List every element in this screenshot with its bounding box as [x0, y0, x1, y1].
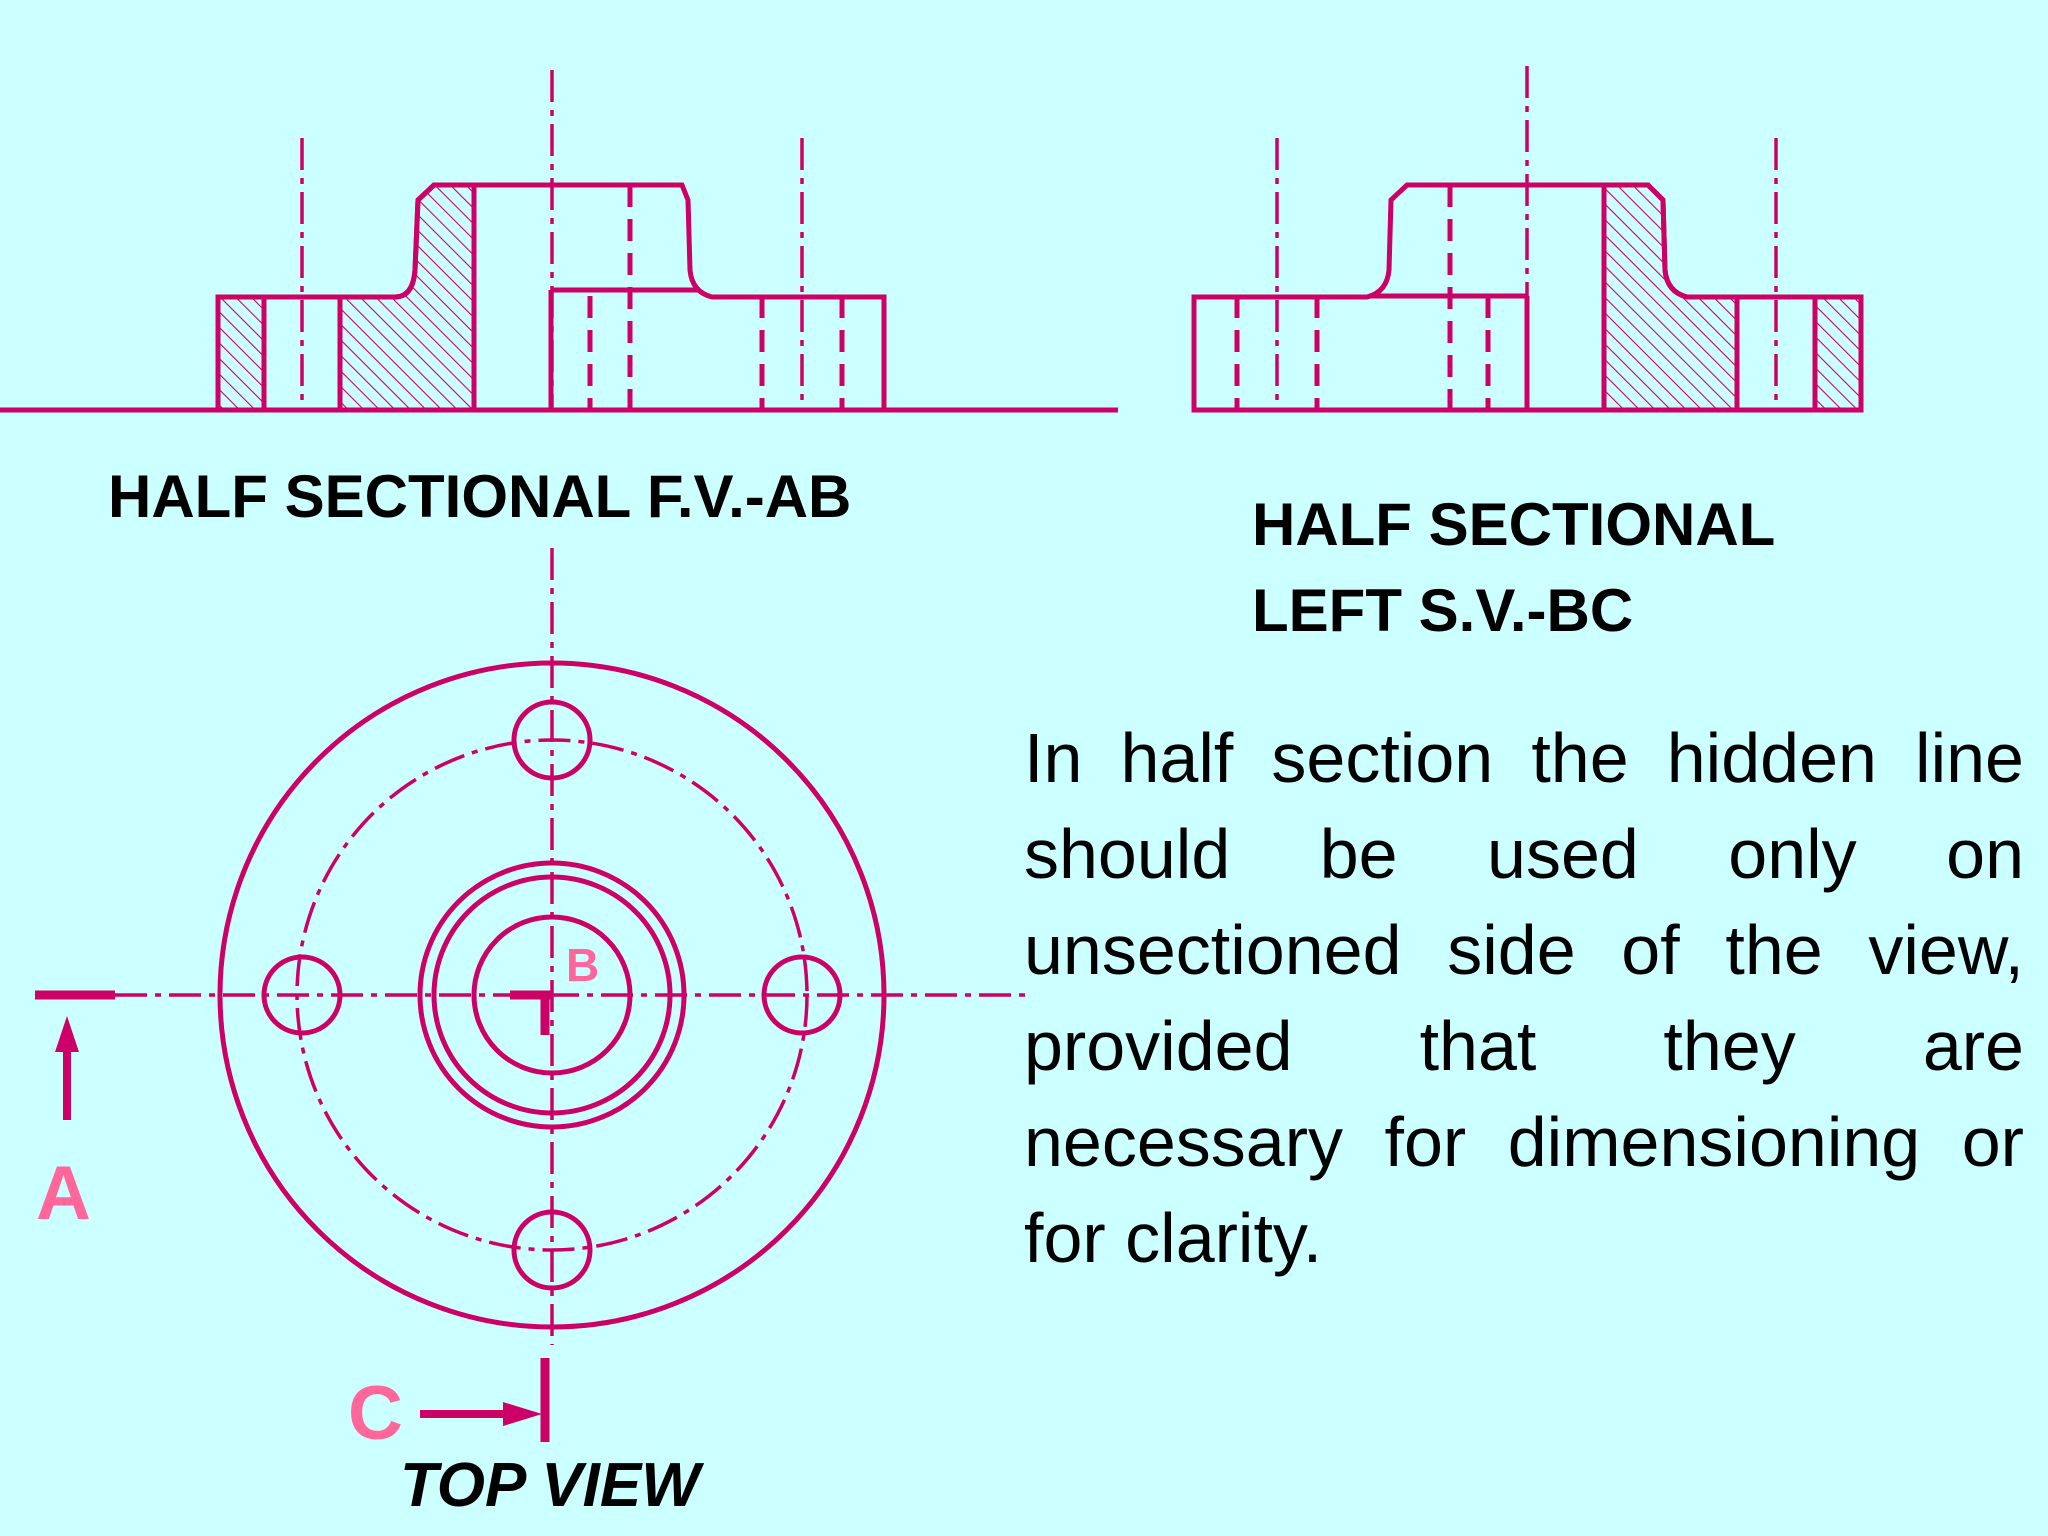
cutting-plane-c-arrowhead: [503, 1402, 542, 1426]
side-view-title: HALF SECTIONAL LEFT S.V.-BC: [1252, 482, 1775, 654]
top-view-center-lines: [115, 548, 1030, 1345]
side-view-title-line-1: HALF SECTIONAL: [1252, 491, 1776, 558]
front-view-center-lines: [300, 70, 804, 410]
top-view-title: TOP VIEW: [400, 1451, 700, 1520]
cutting-plane-a-arrowhead: [55, 1016, 79, 1052]
side-view-center-lines: [1275, 66, 1778, 410]
front-view-hatch-flange-left: [215, 294, 267, 413]
front-view: [0, 70, 1118, 413]
side-view-hatch-flange-right: [1812, 294, 1864, 413]
front-view-title: HALF SECTIONAL F.V.-AB: [108, 463, 852, 530]
section-letter-b: B: [566, 939, 600, 991]
side-view-outline: [1191, 182, 1864, 413]
side-view-title-line-2: LEFT S.V.-BC: [1252, 577, 1634, 644]
front-view-hidden-lines: [587, 185, 845, 410]
side-view-hidden-lines: [1234, 185, 1491, 410]
side-view: [1191, 66, 1864, 413]
section-letter-c: C: [348, 1371, 403, 1456]
front-view-outline: [215, 182, 887, 413]
top-view: [35, 548, 1030, 1442]
section-letter-a: A: [36, 1151, 91, 1236]
explanation-note: In half section the hidden line should b…: [1024, 719, 2024, 1277]
